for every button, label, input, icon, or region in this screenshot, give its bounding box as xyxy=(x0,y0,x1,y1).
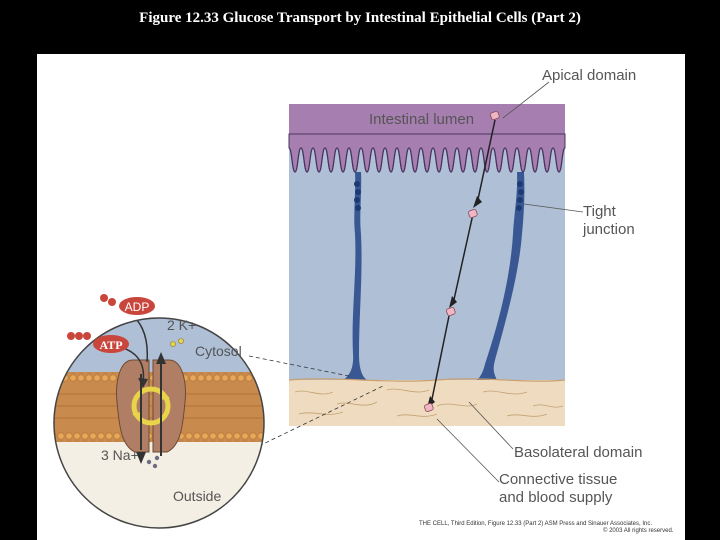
connective-tissue-label-line1: Connective tissue xyxy=(499,471,617,488)
tight-junction-label-line2: junction xyxy=(582,221,635,238)
adp-badge: ADP xyxy=(100,294,155,315)
pump-cycle-ring xyxy=(131,386,171,426)
basolateral-domain-label: Basolateral domain xyxy=(514,444,642,461)
inset-outline xyxy=(53,317,265,529)
sodium-label: 3 Na+ xyxy=(101,447,139,463)
epithelium-block xyxy=(288,104,566,426)
glucose-molecule xyxy=(468,209,478,219)
transport-diagram: Apical domain Intestinal lumen Tight jun… xyxy=(53,67,642,529)
microvilli-border xyxy=(288,133,566,173)
potassium-ion xyxy=(178,338,184,344)
atp-badge: ATP xyxy=(67,332,129,353)
potassium-label: 2 K+ xyxy=(167,317,196,333)
tight-junction-right xyxy=(516,181,524,211)
connective-tissue xyxy=(289,380,565,426)
glucose-molecule xyxy=(424,403,434,413)
intestinal-lumen-label: Intestinal lumen xyxy=(369,111,474,128)
figure-panel: Apical domain Intestinal lumen Tight jun… xyxy=(37,54,685,540)
tight-junction-left xyxy=(354,181,361,211)
pump-inset: ADP ATP 2 K+ Cytosol 3 Na+ Outside xyxy=(53,294,265,529)
sodium-ion xyxy=(152,463,158,469)
zoom-lines xyxy=(248,355,384,447)
potassium-ion xyxy=(170,341,176,347)
svg-text:ATP: ATP xyxy=(99,338,122,352)
svg-text:ADP: ADP xyxy=(125,300,150,314)
connective-tissue-label-line2: and blood supply xyxy=(499,489,613,506)
sodium-ion xyxy=(154,455,160,461)
cytosol-label: Cytosol xyxy=(195,343,242,359)
slide-title: Figure 12.33 Glucose Transport by Intest… xyxy=(139,10,581,26)
tight-junction-label-line1: Tight xyxy=(583,203,617,220)
glucose-molecule xyxy=(446,307,456,317)
glucose-transport-path xyxy=(424,111,500,413)
cell-border-left xyxy=(343,172,367,380)
credit-line: THE CELL, Third Edition, Figure 12.33 (P… xyxy=(419,521,652,527)
copyright-line: © 2003 All rights reserved. xyxy=(603,528,674,534)
glucose-molecule xyxy=(490,111,500,121)
outside-label: Outside xyxy=(173,488,221,504)
apical-domain-label: Apical domain xyxy=(542,67,636,84)
sodium-ion xyxy=(146,459,152,465)
leader-lines xyxy=(436,81,584,483)
